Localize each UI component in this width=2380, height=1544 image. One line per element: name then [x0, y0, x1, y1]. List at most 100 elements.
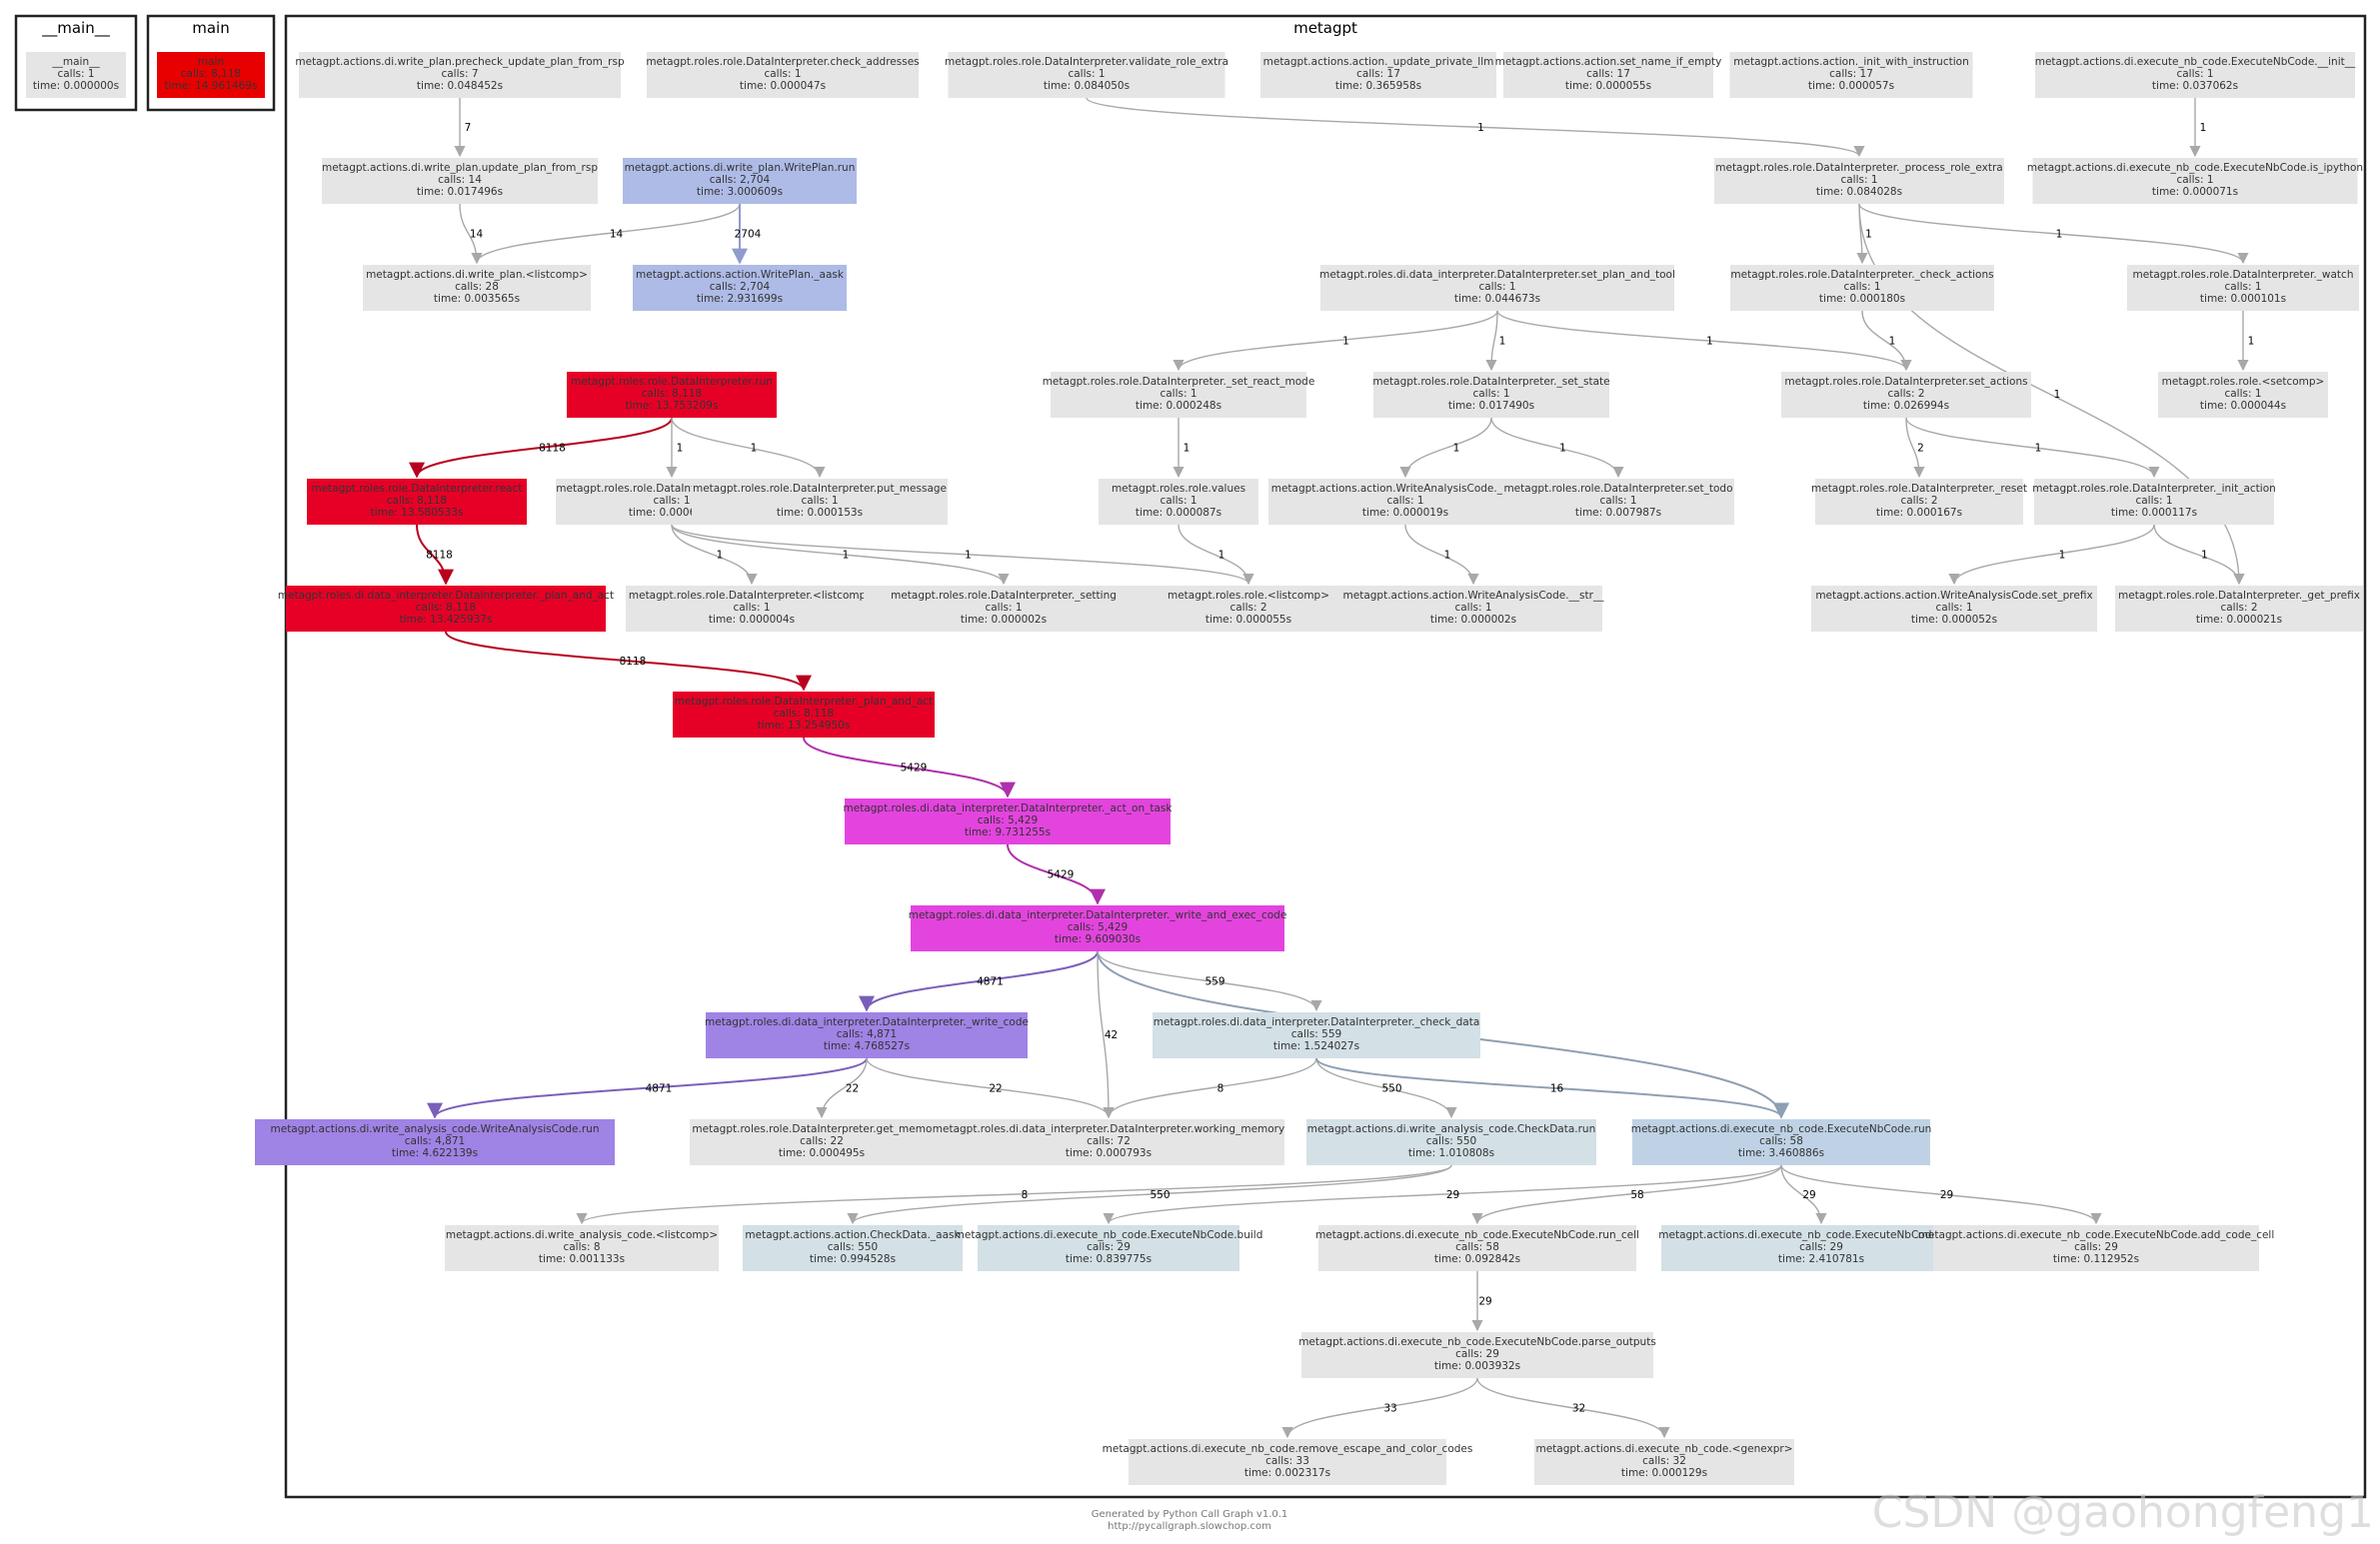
node-box — [2115, 586, 2363, 632]
node-name: metagpt.roles.role.DataInterpreter._watc… — [2133, 269, 2354, 281]
edge-line — [1281, 1377, 1478, 1439]
node-name: metagpt.actions.action.WritePlan._aask — [636, 269, 845, 281]
node-box — [1344, 586, 1602, 632]
function-node-n7: metagpt.actions.di.execute_nb_code.Execu… — [2035, 52, 2356, 98]
node-time: time: 0.048452s — [417, 80, 503, 92]
function-node-n5: metagpt.actions.action.set_name_if_empty… — [1495, 52, 1721, 98]
call-edge-n29-n35: 1 — [1948, 524, 2155, 586]
node-calls: calls: 1 — [1160, 388, 1196, 400]
node-name: metagpt.roles.role.DataInterpreter.set_a… — [1784, 376, 2027, 388]
edge-line — [427, 1057, 868, 1119]
node-name: metagpt.actions.di.write_analysis_code.C… — [1307, 1123, 1595, 1135]
function-node-n52: metagpt.actions.di.execute_nb_code.Execu… — [1918, 1225, 2274, 1271]
call-edge-n7-n11: 1 — [2189, 98, 2207, 158]
node-box — [1051, 372, 1306, 418]
node-box — [1661, 1225, 1981, 1271]
cluster-metagpt: metagpt — [284, 14, 2367, 1499]
call-edge-n40-n44: 22 — [866, 1057, 1115, 1119]
node-time: time: 0.000117s — [2111, 507, 2197, 519]
function-node-n8: metagpt.actions.di.write_plan.update_pla… — [322, 158, 598, 204]
edge-line — [1007, 843, 1106, 905]
node-time: time: 3.000609s — [697, 186, 783, 198]
edge-line — [409, 417, 673, 479]
node-time: time: 0.002317s — [1244, 1467, 1330, 1479]
call-edge-n3-n10: 1 — [1086, 97, 1865, 158]
node-calls: calls: 1 — [733, 602, 770, 614]
edge-label: 14 — [470, 229, 484, 241]
function-node-n30: metagpt.roles.di.data_interpreter.DataIn… — [278, 586, 614, 632]
edge-line — [1315, 1057, 1457, 1119]
node-name: metagpt.roles.role.DataInterpreter._init… — [2032, 483, 2276, 495]
call-edge-n41-n45: 550 — [1315, 1057, 1457, 1119]
node-name: metagpt.actions.di.execute_nb_code.Execu… — [2027, 162, 2363, 174]
node-time: time: 4.768527s — [824, 1040, 910, 1052]
edge-line — [1780, 1164, 1827, 1225]
node-calls: calls: 1 — [1599, 495, 1636, 507]
edge-label: 8118 — [620, 656, 647, 668]
function-node-n49: metagpt.actions.di.execute_nb_code.Execu… — [955, 1225, 1263, 1271]
node-name: metagpt.roles.role.DataInterpreter.get_m… — [692, 1123, 951, 1135]
call-edge-n17-n24: 1 — [671, 417, 826, 479]
node-box — [743, 1225, 963, 1271]
call-edge-n17-n22: 8118 — [409, 417, 673, 479]
call-edge-n14-n20: 1 — [1496, 310, 1912, 372]
function-node-n41: metagpt.roles.di.data_interpreter.DataIn… — [1153, 1012, 1480, 1058]
edge-label: 22 — [989, 1083, 1002, 1095]
edge-label: 1 — [717, 550, 724, 562]
edge-label: 1 — [1453, 443, 1460, 455]
node-calls: calls: 1 — [1160, 495, 1196, 507]
node-box — [1502, 479, 1734, 525]
edge-label: 1 — [843, 550, 850, 562]
node-time: time: 0.000248s — [1136, 400, 1221, 412]
node-name: metagpt.actions.action.WriteAnalysisCode… — [1271, 483, 1540, 495]
edge-line — [1858, 203, 2249, 265]
edge-line — [1097, 950, 1115, 1119]
call-edge-n23-n33: 1 — [671, 524, 1254, 586]
function-node-n15: metagpt.roles.role.DataInterpreter._chec… — [1730, 265, 1994, 311]
node-box — [1503, 52, 1713, 98]
call-edge-n46-n50: 58 — [1471, 1164, 1782, 1225]
node-time: time: 0.000000s — [33, 80, 119, 92]
edge-line — [1476, 1377, 1670, 1439]
node-box — [307, 479, 527, 525]
node-calls: calls: 2 — [1900, 495, 1937, 507]
edge-line — [1086, 97, 1865, 158]
node-time: time: 2.410781s — [1778, 1253, 1864, 1265]
call-edge-n15-n20: 1 — [1861, 310, 1912, 372]
edge-label: 8 — [1022, 1189, 1029, 1201]
footer-generator: Generated by Python Call Graph v1.0.1 — [1092, 1509, 1288, 1520]
node-box — [647, 52, 919, 98]
edge-line — [671, 417, 826, 479]
node-box — [363, 265, 591, 311]
edge-line — [1404, 524, 1479, 586]
edge-label: 1 — [2200, 122, 2207, 134]
node-box — [1729, 52, 1973, 98]
edge-label: 7 — [465, 122, 472, 134]
edge-label: 1 — [965, 550, 972, 562]
node-time: time: 2.931699s — [697, 293, 783, 305]
call-edge-n39-n40: 4871 — [859, 950, 1099, 1012]
call-edge-n46-n51: 29 — [1780, 1164, 1827, 1225]
edge-line — [471, 203, 741, 265]
node-name: metagpt.actions.di.execute_nb_code.Execu… — [955, 1229, 1263, 1241]
edge-line — [1780, 1164, 2102, 1225]
footer-url[interactable]: http://pycallgraph.slowchop.com — [1108, 1521, 1271, 1532]
node-calls: calls: 1 — [1840, 174, 1877, 186]
node-time: time: 0.994528s — [810, 1253, 896, 1265]
node-calls: calls: 1 — [985, 602, 1022, 614]
function-node-n28: metagpt.roles.role.DataInterpreter._rese… — [1811, 479, 2027, 525]
node-calls: calls: 1 — [1386, 495, 1423, 507]
function-node-n24: metagpt.roles.role.DataInterpreter.put_m… — [692, 479, 948, 525]
function-node-n55: metagpt.actions.di.execute_nb_code.<gene… — [1534, 1439, 1794, 1485]
node-calls: calls: 7 — [441, 68, 478, 80]
edge-line — [671, 524, 1010, 586]
node-time: time: 13.580533s — [371, 507, 464, 519]
edge-label: 2 — [1917, 443, 1924, 455]
call-edge-n39-n41: 559 — [1097, 950, 1322, 1012]
node-time: time: 0.365958s — [1335, 80, 1421, 92]
node-time: time: 1.010808s — [1408, 1147, 1494, 1159]
function-node-n36: metagpt.roles.role.DataInterpreter._get_… — [2115, 586, 2363, 632]
node-name: metagpt.roles.role.DataInterpreter.run — [571, 376, 773, 388]
node-name: metagpt.actions.di.execute_nb_code.remov… — [1103, 1443, 1473, 1455]
